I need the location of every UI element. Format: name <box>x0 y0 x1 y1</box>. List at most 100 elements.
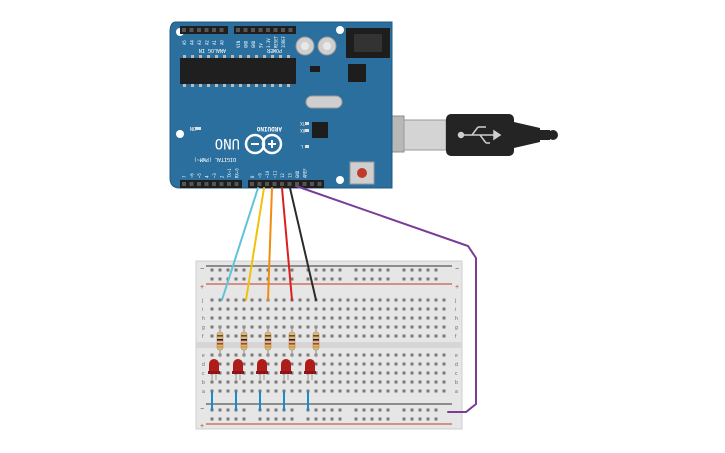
header-pin[interactable] <box>204 28 209 32</box>
breadboard-hole[interactable] <box>354 353 358 357</box>
breadboard-hole[interactable] <box>330 307 334 311</box>
breadboard-hole[interactable] <box>394 334 398 338</box>
breadboard-hole[interactable] <box>322 298 326 302</box>
breadboard-hole[interactable] <box>338 353 342 357</box>
breadboard-hole[interactable] <box>370 307 374 311</box>
breadboard-hole[interactable] <box>290 307 294 311</box>
header-pin[interactable] <box>219 28 224 32</box>
breadboard-hole[interactable] <box>402 298 406 302</box>
breadboard-hole[interactable] <box>386 268 390 272</box>
breadboard-hole[interactable] <box>354 380 358 384</box>
breadboard-hole[interactable] <box>442 389 446 393</box>
breadboard-hole[interactable] <box>402 268 406 272</box>
header-pin[interactable] <box>250 182 254 186</box>
breadboard-hole[interactable] <box>402 353 406 357</box>
breadboard-hole[interactable] <box>362 334 366 338</box>
breadboard-hole[interactable] <box>354 316 358 320</box>
breadboard-hole[interactable] <box>426 362 430 366</box>
breadboard-hole[interactable] <box>442 316 446 320</box>
breadboard-hole[interactable] <box>298 334 302 338</box>
breadboard-hole[interactable] <box>442 380 446 384</box>
breadboard-hole[interactable] <box>370 353 374 357</box>
breadboard-hole[interactable] <box>274 307 278 311</box>
breadboard-hole[interactable] <box>402 334 406 338</box>
breadboard-hole[interactable] <box>418 380 422 384</box>
breadboard-hole[interactable] <box>434 380 438 384</box>
breadboard-hole[interactable] <box>378 371 382 375</box>
header-pin[interactable] <box>234 182 239 186</box>
breadboard-hole[interactable] <box>250 371 254 375</box>
breadboard-hole[interactable] <box>338 389 342 393</box>
breadboard-hole[interactable] <box>298 307 302 311</box>
breadboard-hole[interactable] <box>386 298 390 302</box>
wire-orange[interactable] <box>267 187 273 301</box>
breadboard-hole[interactable] <box>386 353 390 357</box>
breadboard-hole[interactable] <box>434 417 438 421</box>
breadboard-hole[interactable] <box>266 417 270 421</box>
header-pin[interactable] <box>197 28 201 32</box>
breadboard-hole[interactable] <box>386 334 390 338</box>
breadboard-hole[interactable] <box>442 362 446 366</box>
breadboard-hole[interactable] <box>394 380 398 384</box>
breadboard-hole[interactable] <box>418 353 422 357</box>
breadboard-hole[interactable] <box>258 277 262 281</box>
breadboard-hole[interactable] <box>226 362 230 366</box>
header-pin[interactable] <box>302 182 307 186</box>
breadboard-hole[interactable] <box>394 362 398 366</box>
breadboard-hole[interactable] <box>418 417 422 421</box>
header-pin[interactable] <box>189 182 194 186</box>
breadboard-hole[interactable] <box>338 268 342 272</box>
breadboard-hole[interactable] <box>394 389 398 393</box>
breadboard-hole[interactable] <box>274 408 278 412</box>
breadboard-hole[interactable] <box>386 325 390 329</box>
breadboard-hole[interactable] <box>346 371 350 375</box>
breadboard-hole[interactable] <box>378 298 382 302</box>
breadboard-hole[interactable] <box>410 307 414 311</box>
breadboard-hole[interactable] <box>314 316 318 320</box>
power-header[interactable] <box>234 26 296 34</box>
breadboard-hole[interactable] <box>258 325 262 329</box>
breadboard-hole[interactable] <box>402 362 406 366</box>
breadboard-hole[interactable] <box>234 268 238 272</box>
breadboard-hole[interactable] <box>282 353 286 357</box>
breadboard-hole[interactable] <box>442 353 446 357</box>
breadboard-hole[interactable] <box>250 380 254 384</box>
breadboard-hole[interactable] <box>354 417 358 421</box>
breadboard-hole[interactable] <box>362 408 366 412</box>
breadboard-hole[interactable] <box>314 268 318 272</box>
breadboard-hole[interactable] <box>346 380 350 384</box>
breadboard-hole[interactable] <box>426 353 430 357</box>
breadboard-hole[interactable] <box>242 316 246 320</box>
reset-button[interactable] <box>349 161 375 185</box>
breadboard-hole[interactable] <box>218 362 222 366</box>
breadboard-hole[interactable] <box>266 389 270 393</box>
breadboard-hole[interactable] <box>370 371 374 375</box>
breadboard-hole[interactable] <box>322 334 326 338</box>
breadboard-hole[interactable] <box>314 277 318 281</box>
breadboard-hole[interactable] <box>242 268 246 272</box>
breadboard-hole[interactable] <box>242 277 246 281</box>
breadboard-hole[interactable] <box>418 277 422 281</box>
led[interactable] <box>208 359 220 380</box>
breadboard-hole[interactable] <box>410 353 414 357</box>
breadboard-hole[interactable] <box>218 316 222 320</box>
breadboard-hole[interactable] <box>394 325 398 329</box>
breadboard-hole[interactable] <box>226 389 230 393</box>
header-pin[interactable] <box>182 182 186 186</box>
breadboard-hole[interactable] <box>218 268 222 272</box>
header-pin[interactable] <box>281 28 285 32</box>
breadboard-hole[interactable] <box>426 277 430 281</box>
wire-yellow[interactable] <box>245 187 265 301</box>
breadboard-hole[interactable] <box>434 371 438 375</box>
breadboard-hole[interactable] <box>426 417 430 421</box>
breadboard-hole[interactable] <box>338 417 342 421</box>
breadboard-hole[interactable] <box>266 380 270 384</box>
breadboard-hole[interactable] <box>234 325 238 329</box>
breadboard-hole[interactable] <box>242 298 246 302</box>
breadboard-hole[interactable] <box>282 380 286 384</box>
breadboard-hole[interactable] <box>378 389 382 393</box>
breadboard-hole[interactable] <box>410 408 414 412</box>
wire-red[interactable] <box>281 187 293 301</box>
